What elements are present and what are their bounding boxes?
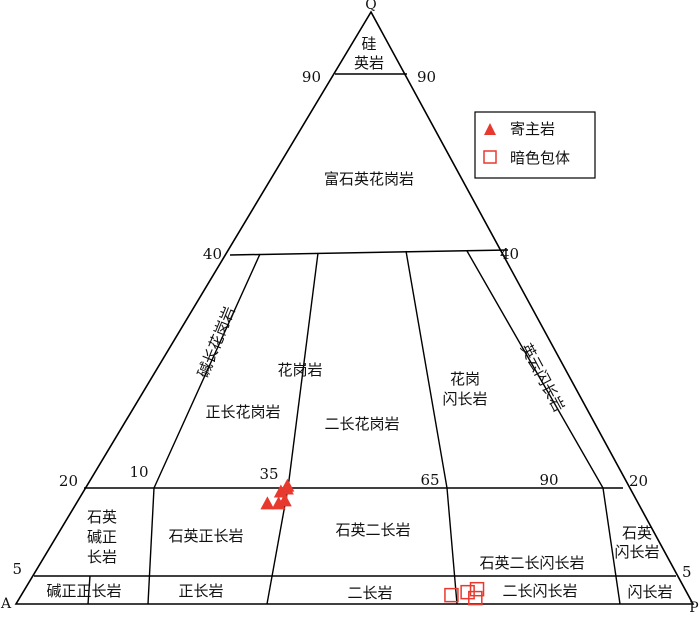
enclave-point-4 (469, 581, 485, 597)
tick-q90-left: 90 (302, 68, 321, 86)
field-monzonite: 二长岩 (347, 584, 392, 602)
field-quartzolite-1: 硅 (361, 35, 376, 53)
tick-q5-right: 5 (682, 563, 692, 581)
enclave-point-3 (460, 584, 475, 600)
vertex-q-label: Q (365, 0, 376, 13)
tick-p35: 35 (259, 465, 278, 483)
field-quartz-diorite-1: 石英 (622, 524, 652, 542)
p90-lower-line (602, 487, 621, 605)
p35-line (287, 252, 319, 489)
tick-q40-left: 40 (203, 245, 222, 263)
field-monzogranite: 二长花岗岩 (324, 415, 399, 433)
tick-p90: 90 (539, 471, 558, 489)
vertex-a-label: A (0, 596, 12, 612)
legend-enclave-square-icon (483, 150, 497, 164)
field-quartz-syenite: 石英正长岩 (168, 527, 243, 545)
enclave-point-1 (444, 587, 459, 603)
host-rock-point-1 (260, 496, 275, 510)
field-quartz-monzodiorite: 石英二长闪长岩 (479, 554, 584, 572)
legend-host-triangle-icon (484, 123, 496, 135)
field-granite: 花岗岩 (277, 361, 322, 379)
field-monzodiorite: 二长闪长岩 (502, 582, 577, 600)
field-alkali-feldspar-syenite: 碱正正长岩 (46, 582, 121, 600)
tick-q40-right: 40 (500, 245, 519, 263)
legend-host-label: 寄主岩 (510, 120, 555, 138)
field-syenogranite: 正长花岗岩 (205, 403, 280, 421)
sample-points (260, 478, 485, 606)
field-diorite: 闪长岩 (627, 583, 672, 601)
tick-q20-left: 20 (59, 472, 78, 490)
tick-q90-right: 90 (417, 68, 436, 86)
field-syenite: 正长岩 (178, 582, 223, 600)
tick-p65: 65 (420, 471, 439, 489)
tick-p10: 10 (129, 463, 148, 481)
field-granodiorite-2: 闪长岩 (442, 390, 487, 408)
qap-outline (14, 10, 695, 605)
host-rock-point-6 (280, 478, 295, 492)
field-qtz-alk-syenite-3: 长岩 (87, 548, 117, 566)
field-qtz-alk-syenite-2: 碱正 (87, 528, 117, 546)
a-field-line (87, 575, 91, 605)
field-quartz-diorite-2: 闪长岩 (614, 543, 659, 561)
tick-q5-left: 5 (12, 560, 22, 578)
legend-enclave-label: 暗色包体 (510, 149, 570, 167)
vertex-p-label: P (689, 600, 698, 616)
tick-q20-right: 20 (629, 472, 648, 490)
p10-lower-line (147, 487, 155, 605)
field-granodiorite-1: 花岗 (450, 370, 480, 388)
field-quartz-rich-granitoid: 富石英花岗岩 (324, 170, 414, 188)
field-quartzolite-2: 英岩 (354, 54, 384, 72)
field-alkali-feldspar-granite: 碱长花岗岩 (194, 304, 239, 380)
host-rock-point-3 (277, 493, 292, 507)
q60-line (229, 249, 509, 256)
p10-line (153, 253, 261, 489)
p90-line (466, 250, 604, 489)
field-quartz-monzonite: 石英二长岩 (335, 521, 410, 539)
field-tonalite: 英云闪长岩 (517, 340, 568, 415)
p65-lower-line (446, 487, 458, 605)
p65-line (405, 250, 448, 489)
field-qtz-alk-syenite-1: 石英 (87, 508, 117, 526)
legend-box (474, 111, 596, 179)
